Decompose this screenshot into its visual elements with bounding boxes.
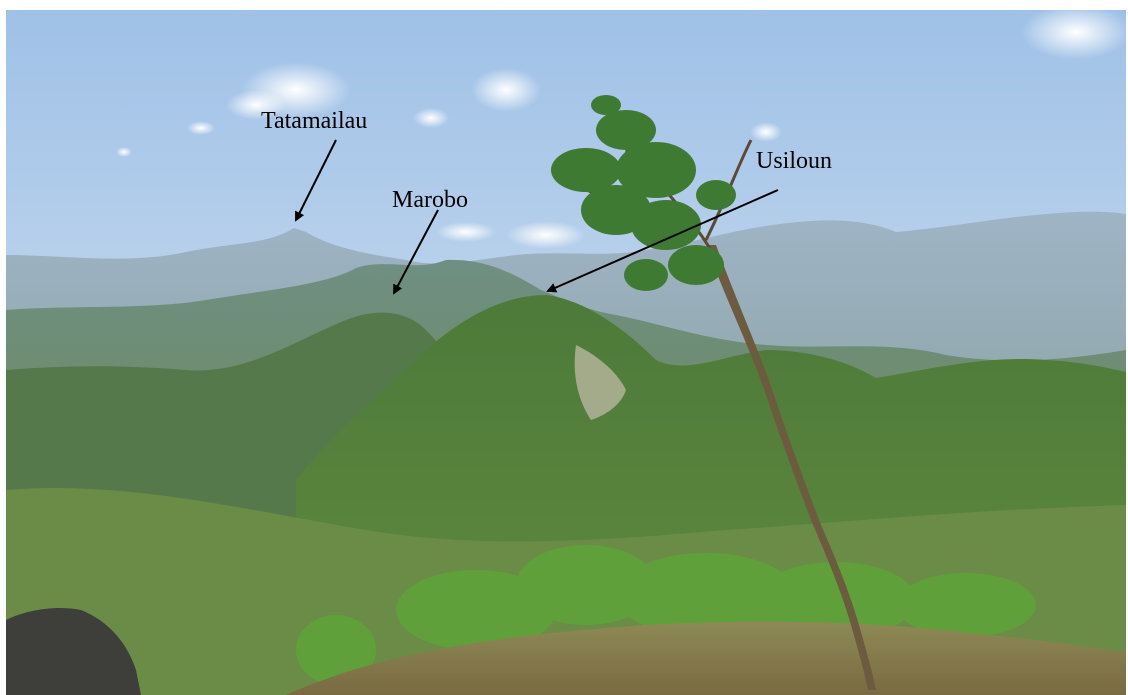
photo-frame: Tatamailau Marobo Usiloun	[6, 10, 1126, 695]
annotation-arrows	[295, 139, 779, 295]
clouds	[116, 10, 1126, 249]
rock-face	[574, 345, 626, 420]
rock-outcrop	[6, 608, 141, 695]
mountain-landscape-photo	[6, 10, 1126, 695]
grassy-mound	[286, 621, 1126, 695]
shrubs	[296, 545, 1036, 685]
usiloun-label: Usiloun	[756, 148, 833, 174]
usiloun-arrow	[546, 189, 779, 293]
marobo-label: Marobo	[392, 187, 468, 213]
tatamailau-label: Tatamailau	[261, 108, 368, 134]
tree-foliage	[551, 95, 736, 291]
marobo-arrow	[393, 209, 439, 295]
tree-trunk	[706, 245, 876, 690]
tatamailau-arrow	[295, 139, 337, 222]
